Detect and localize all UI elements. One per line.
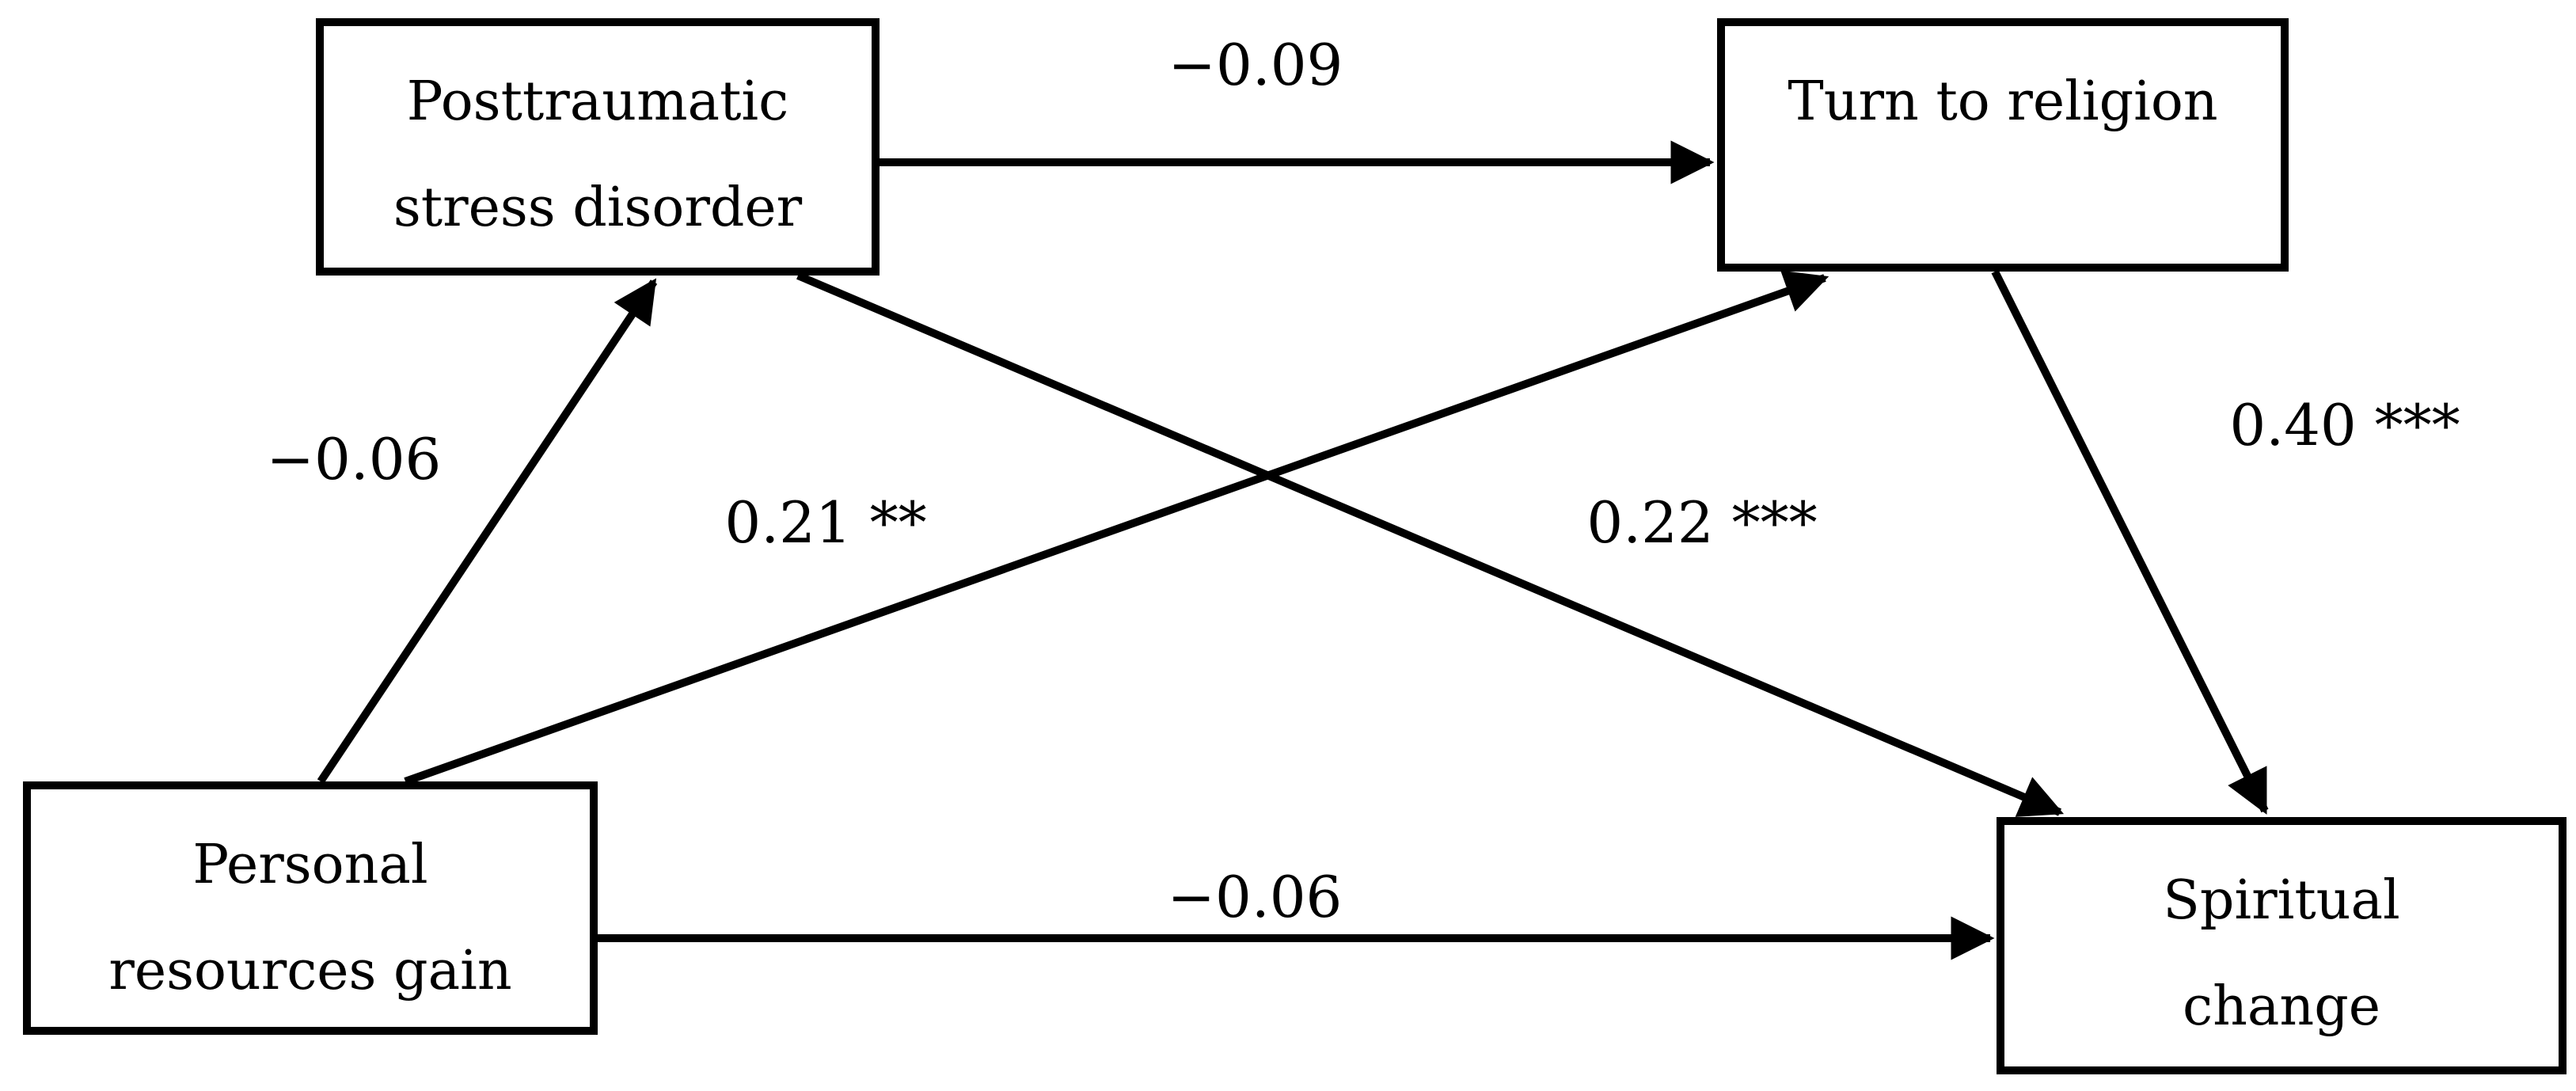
coefficient-resources-to-spiritual: −0.06 xyxy=(1167,864,1343,930)
node-label-personal-resources-gain: Personal resources gain xyxy=(108,834,512,1002)
edge-ptsd-to-spiritual-arrow xyxy=(796,272,2065,817)
node-label-spiritual-change: Spiritual change xyxy=(2163,869,2400,1038)
coefficient-ptsd-to-spiritual: 0.22 *** xyxy=(1586,489,1818,556)
node-posttraumatic-stress-disorder: Posttraumatic stress disorder xyxy=(316,18,880,276)
edge-religion-to-spiritual-arrow xyxy=(1991,269,2269,815)
edge-resources-to-ptsd-arrow xyxy=(317,278,658,784)
node-label-turn-to-religion: Turn to religion xyxy=(1788,70,2218,133)
node-personal-resources-gain: Personal resources gain xyxy=(23,781,598,1035)
coefficient-ptsd-to-religion: −0.09 xyxy=(1168,32,1343,98)
node-label-posttraumatic-stress-disorder: Posttraumatic stress disorder xyxy=(393,70,803,239)
coefficient-resources-to-religion: 0.21 ** xyxy=(724,489,927,556)
edge-resources-to-religion-arrow xyxy=(404,270,1829,785)
node-spiritual-change: Spiritual change xyxy=(1997,817,2567,1074)
coefficient-resources-to-ptsd: −0.06 xyxy=(266,426,442,492)
coefficient-religion-to-spiritual: 0.40 *** xyxy=(2229,392,2460,458)
node-turn-to-religion: Turn to religion xyxy=(1717,18,2289,272)
